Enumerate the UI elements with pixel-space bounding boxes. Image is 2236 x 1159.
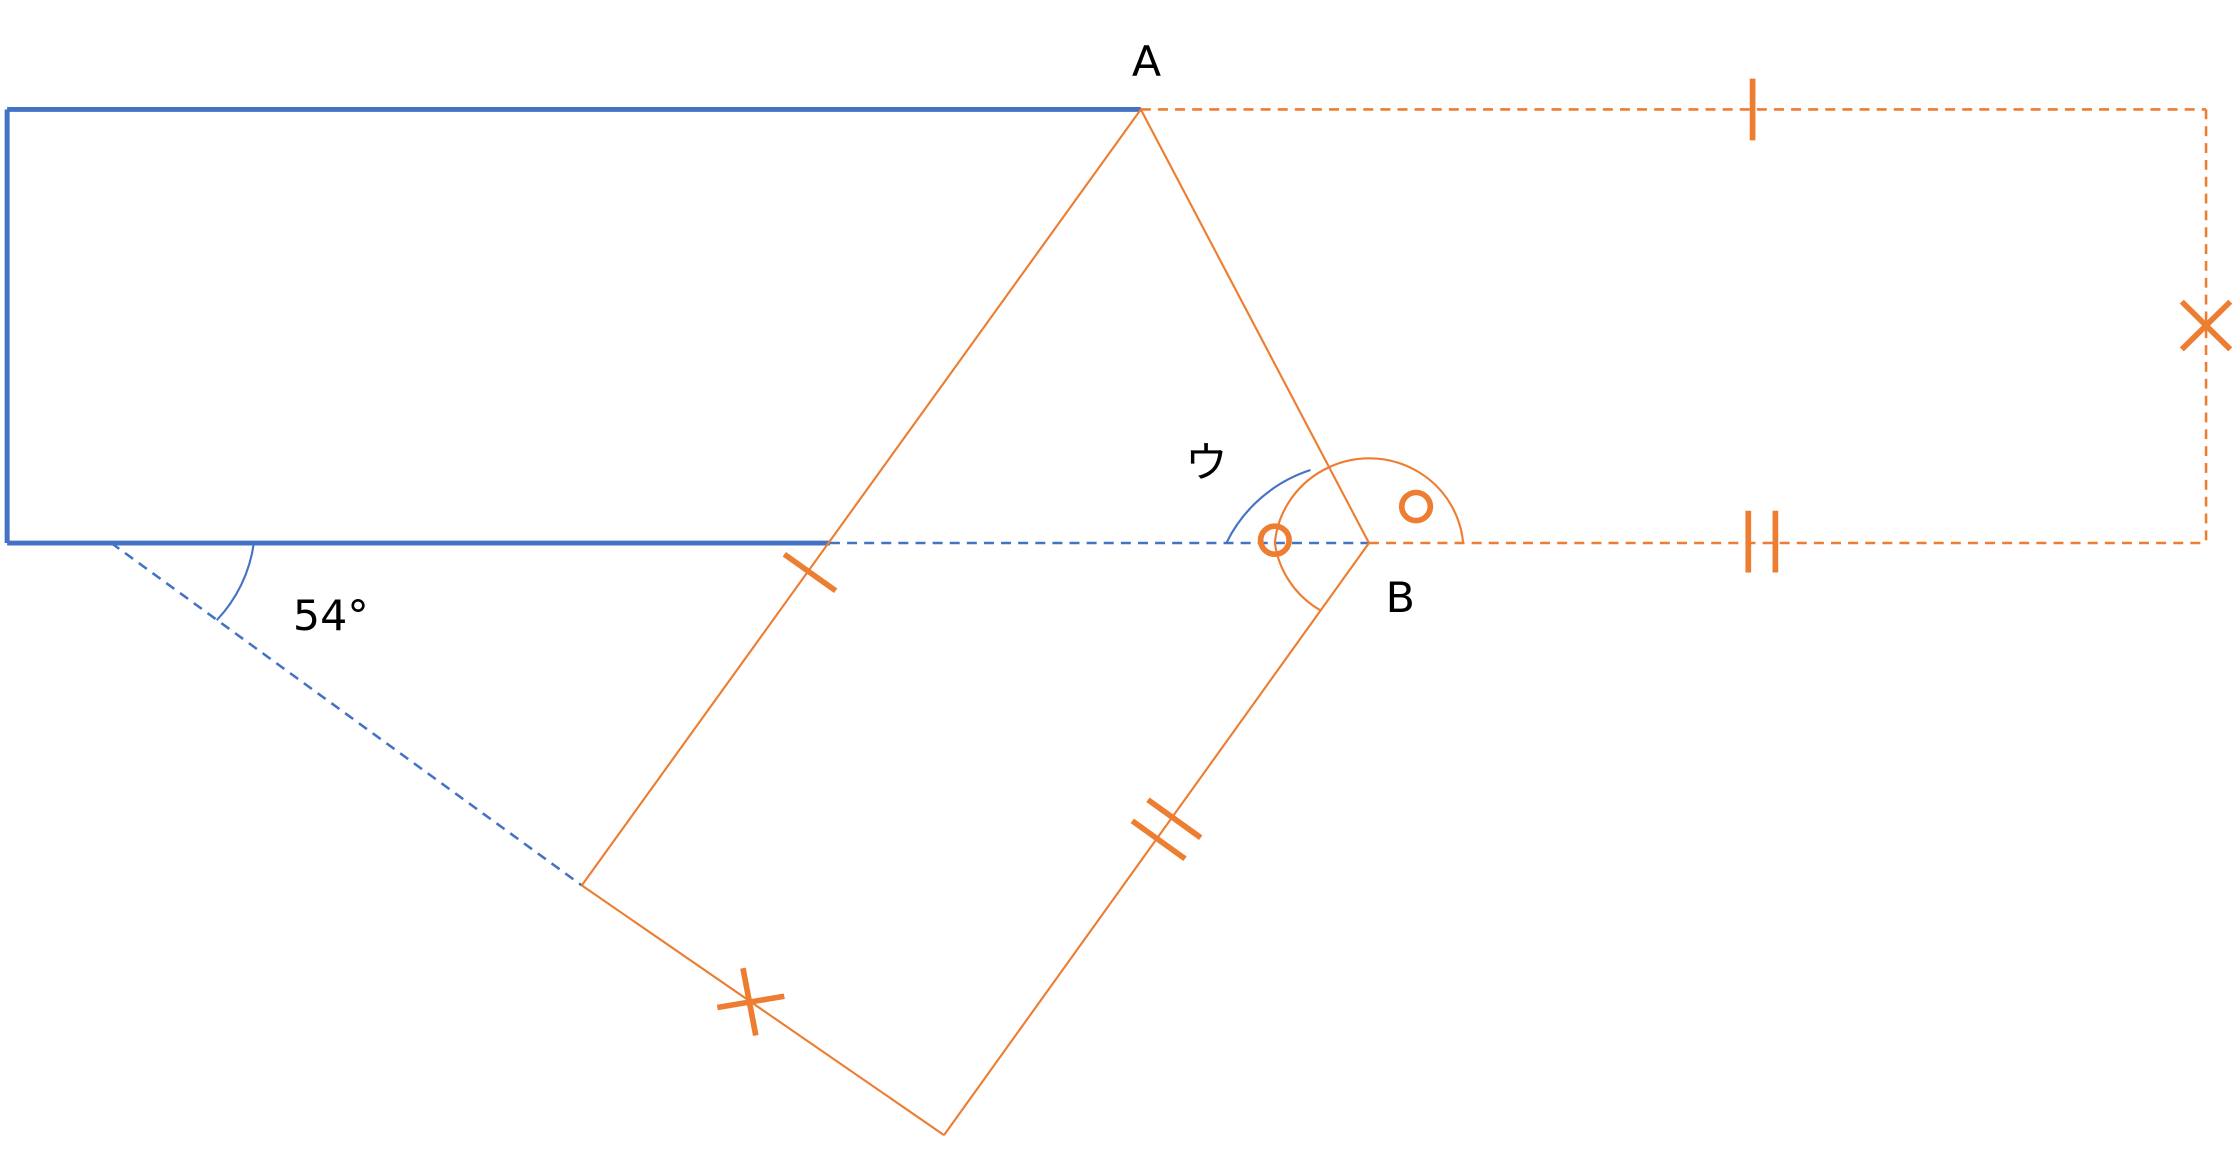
single-tick-mark xyxy=(782,551,838,594)
paper-rectangle xyxy=(4,106,1141,546)
angle-arc-54 xyxy=(215,542,255,621)
angle-arc-lower xyxy=(1273,466,1330,612)
fold-line-ab xyxy=(1139,108,1370,544)
point-a-label: A xyxy=(1132,38,1161,87)
cross-mark xyxy=(2179,299,2233,352)
double-tick-mark xyxy=(1130,797,1203,861)
angle-arc-upper xyxy=(1328,457,1465,544)
folded-edge-bottom xyxy=(581,884,945,1137)
angle-u-label: ウ xyxy=(1185,439,1228,488)
double-tick-mark xyxy=(1745,510,1779,573)
hidden-diagonal-edge xyxy=(110,542,583,887)
point-b-label: B xyxy=(1386,574,1415,623)
fold-line-left xyxy=(580,108,1142,886)
angle-arc-u xyxy=(1225,469,1311,544)
angle-54-label: 54° xyxy=(293,592,369,641)
cross-mark xyxy=(716,967,785,1037)
equal-angle-circle-marker xyxy=(1398,489,1434,524)
equal-angle-circle-marker xyxy=(1257,523,1292,558)
